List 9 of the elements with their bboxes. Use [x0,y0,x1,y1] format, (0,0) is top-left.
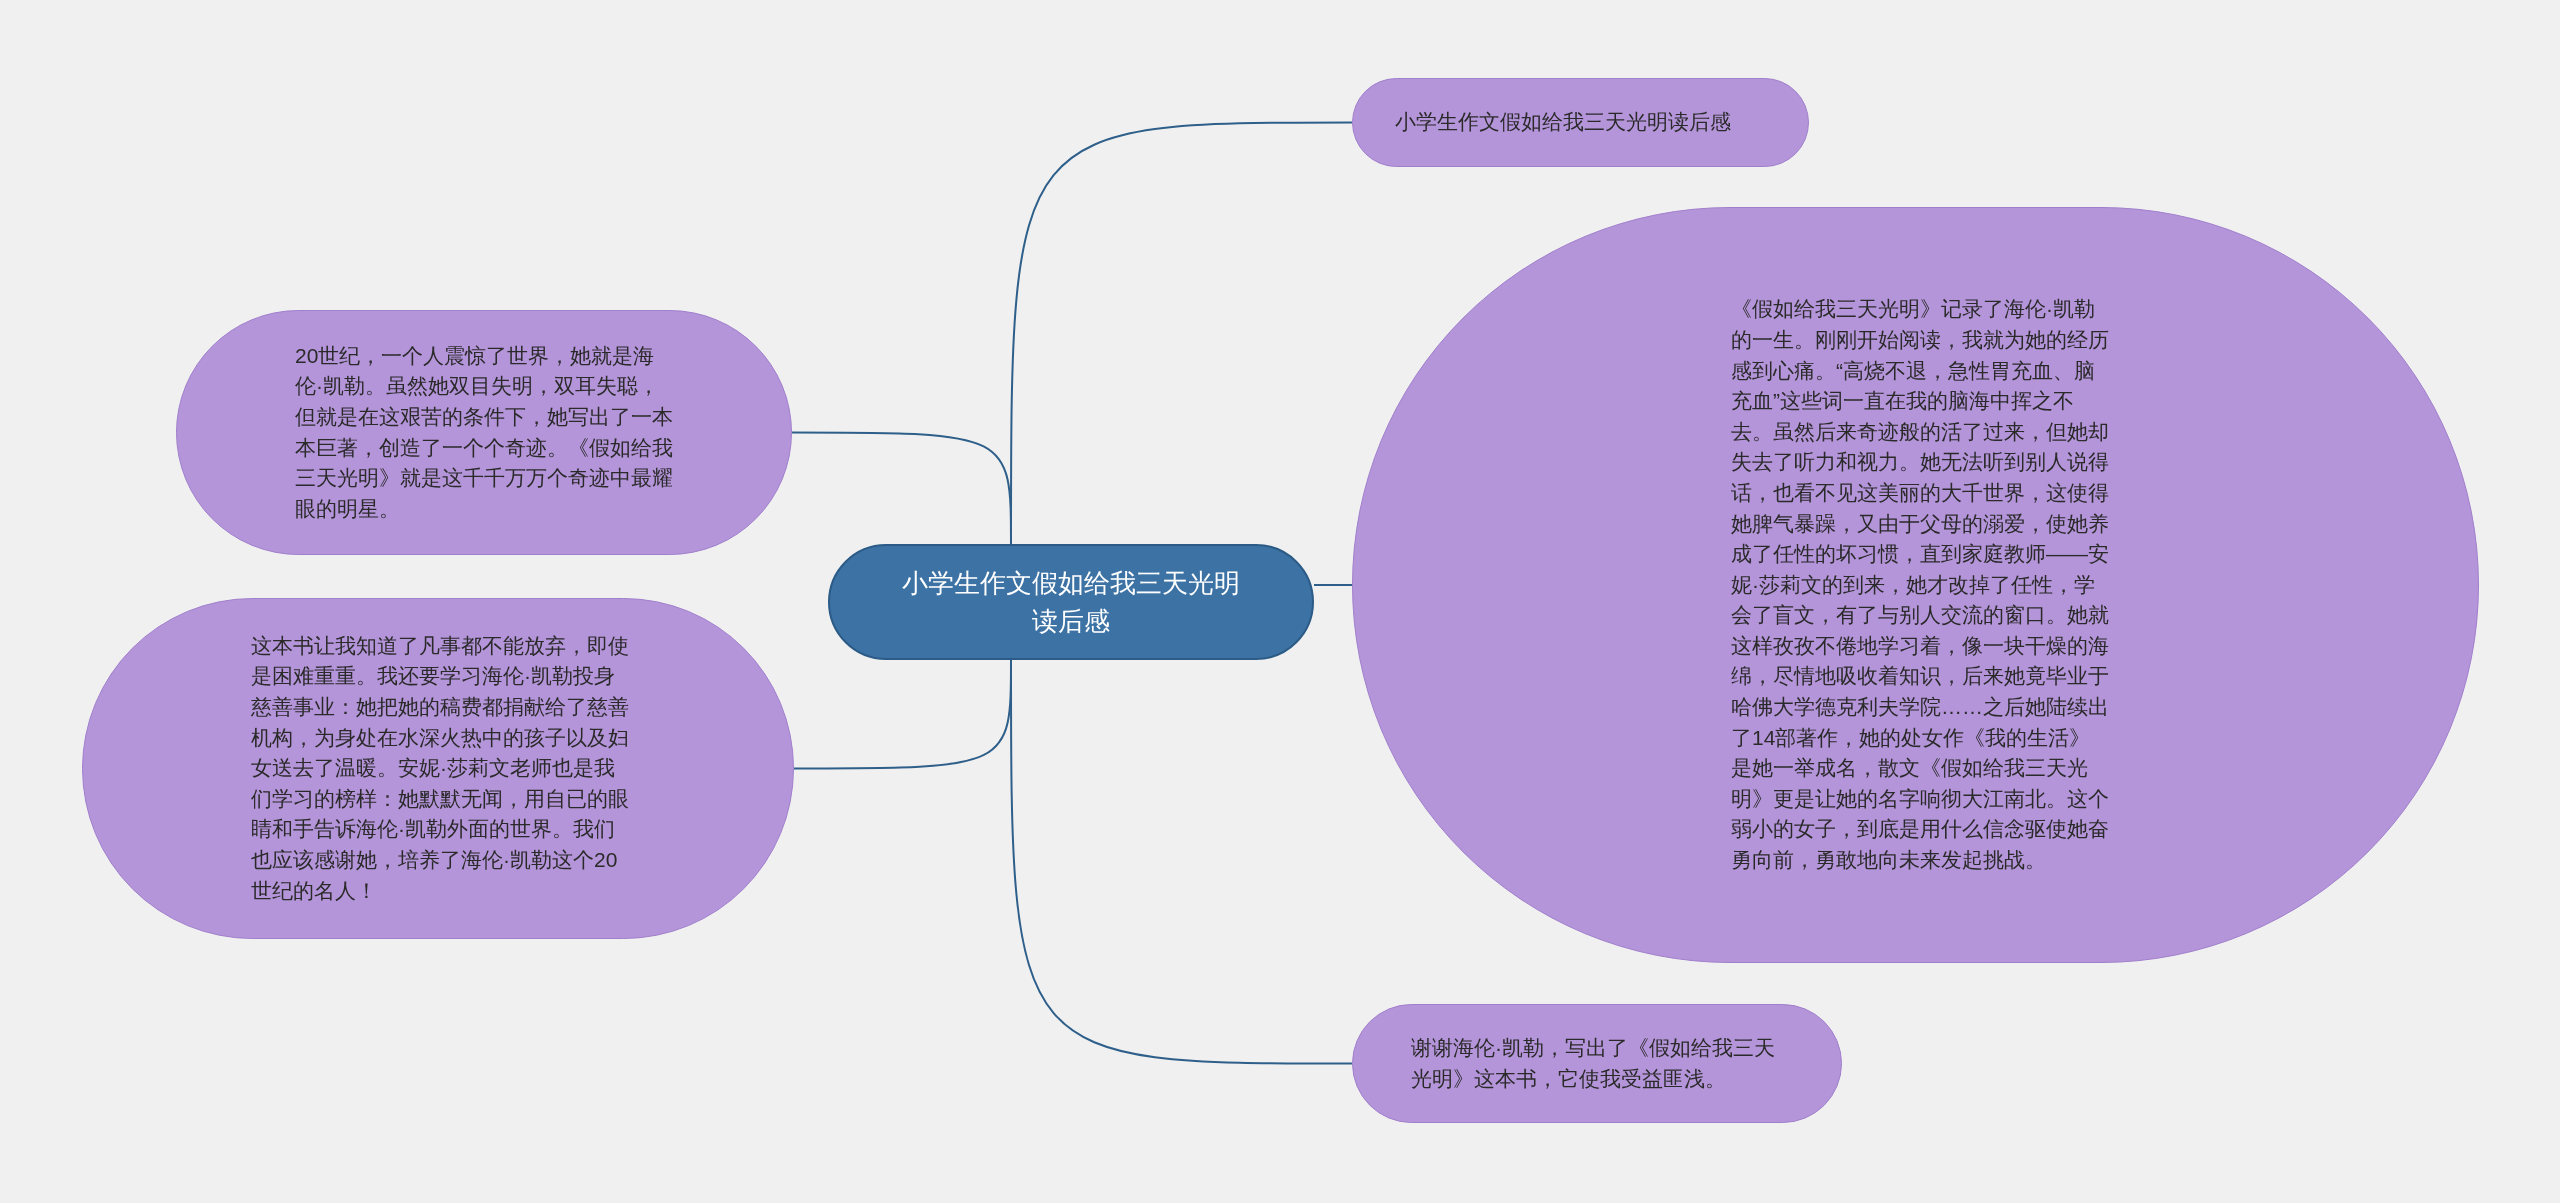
topic-text: 20世纪，一个人震惊了世界，她就是海伦·凯勒。虽然她双目失明，双耳失聪，但就是在这艰苦的条件下，她写出了一本本巨著，创造了一个个奇迹。《假如给我三天光明》就是这千千万万个奇迹中最耀眼的明星。 [295,342,674,522]
connector-line [793,659,1012,770]
topic-text: 这本书让我知道了凡事都不能放弃，即使是困难重重。我还要学习海伦·凯勒投身慈善事业：她把她的稿费都捐献给了慈善机构，为身处在水深火热中的孩子以及妇女送去了温暖。安妮·莎莉文老师也是我们学习的榜样：她默默无闻，用自已的眼睛和手告诉海伦·凯勒外面的世界。我们也应该感谢她，培养了海伦·凯勒这个20世纪的名人！ [251,632,630,904]
topic-text: 《假如给我三天光明》记录了海伦·凯勒的一生。刚刚开始阅读，我就为她的经历感到心痛。“高烧不退，急性胃充血、脑充血”这些词一直在我的脑海中挥之不去。虽然后来奇迹般的活了过来，但她却失去了听力和视力。她无法听到别人说得话，也看不见这美丽的大千世界，这使得她脾气暴躁，又由于父母的溺爱，使她养成了任性的坏习惯，直到家庭教师——安妮·莎莉文的到来，她才改掉了任性，学会了盲文，有了与别人交流的窗口。她就这样孜孜不倦地学习着，像一块干燥的海绵，尽情地吸收着知识，后来她竟毕业于哈佛大学德克利夫学院……之后她陆续出了14部著作，她的处女作《我的生活》是她一举成名，散文《假如给我三天光明》更是让她的名字响彻大江南北。这个弱小的女子，到底是用什么信念驱使她奋勇向前，勇敢地向未来发起挑战。 [1731,296,2109,874]
topic-text: 谢谢海伦·凯勒，写出了《假如给我三天光明》这本书，它使我受益匪浅。 [1411,1034,1776,1092]
connector-line [1313,584,1353,586]
topic-text: 小学生作文假如给我三天光明读后感 [1395,109,1732,136]
topic-text: 小学生作文假如给我三天光明读后感 [901,567,1241,638]
connector-line [791,431,1012,545]
